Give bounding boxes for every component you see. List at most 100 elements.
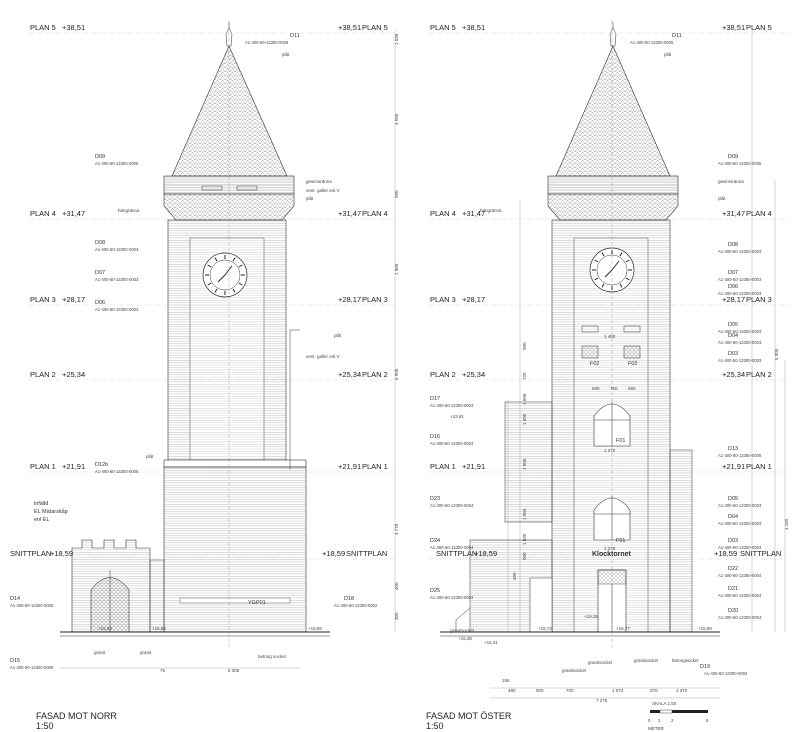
note-granit: granit — [140, 650, 152, 655]
detail-sheet: A1-400-60-13300-0004 — [430, 403, 474, 408]
detail-sheet: A1-400-60-13300-0003 — [718, 340, 762, 345]
north-scale: 1:50 — [36, 721, 54, 731]
detail-sheet: A1-400-60-13300-0003 — [95, 247, 139, 252]
vertical-dim-value: 4 160 — [784, 518, 789, 530]
detail-sheet: A1-400-60-13300-0004 — [718, 573, 762, 578]
tower-shaft — [167, 219, 287, 461]
clock-tick — [625, 259, 630, 263]
scalebar-tick: 5 — [706, 718, 709, 723]
louvre-left — [581, 345, 599, 359]
note-hangranna: hängränna — [480, 208, 502, 213]
level-name: PLAN 1 — [746, 462, 772, 471]
scalebar-tick: 2 — [671, 718, 674, 723]
level-name: PLAN 2 — [362, 370, 388, 379]
level-value: +28,17 — [722, 295, 745, 304]
clock-tick — [601, 252, 605, 257]
level-value: +25,34 — [722, 370, 745, 379]
level-value: +28,17 — [62, 295, 85, 304]
east-level-labels: PLAN 5 +38,51 PLAN 4 +31,47 PLAN 3 +28,1… — [430, 23, 781, 558]
detail-code: D14 — [10, 596, 20, 602]
vertical-dim-value: 900 — [522, 342, 527, 350]
level-name: PLAN 2 — [430, 370, 456, 379]
dim-value: 5 305 — [228, 668, 240, 673]
clock-tick — [207, 282, 212, 286]
detail-sheet: A1-400-60-13300-0006 — [10, 665, 54, 670]
dim-value: 155 — [502, 678, 510, 683]
level-value: +38,51 — [722, 23, 745, 32]
vertical-dim-value: 400 — [394, 582, 399, 590]
spot-level: +15,86 — [698, 626, 712, 631]
level-value: +21,91 — [462, 462, 485, 471]
detail-sheet: A1-400-60-13300-0004 — [430, 441, 474, 446]
spot-level: +18,25 — [584, 614, 598, 619]
level-value: +38,51 — [462, 23, 485, 32]
east-elevation — [440, 20, 720, 650]
window-label: F01 — [616, 438, 625, 444]
dim-value: 1 270 — [604, 448, 616, 453]
level-name: PLAN 5 — [30, 23, 56, 32]
vertical-dim-value: 6 900 — [394, 368, 399, 380]
level-name: PLAN 3 — [30, 295, 56, 304]
level-value: +31,47 — [462, 209, 485, 218]
detail-sheet: A1-400-60-13300-0003 — [718, 503, 762, 508]
clock-tick — [214, 288, 218, 293]
level-lines — [28, 32, 790, 560]
level-value: +31,47 — [338, 209, 361, 218]
spot-level: +15,86 — [152, 626, 166, 631]
vertical-dim-value: 900 — [522, 552, 527, 560]
vertical-dim-value: 400 — [512, 572, 517, 580]
detail-code: D18 — [344, 596, 354, 602]
spire-roof — [171, 45, 288, 177]
vertical-dim-value: 950 — [394, 190, 399, 198]
detail-sheet: A1-400-60-13300-0004 — [718, 615, 762, 620]
spot-level: +15,83 — [98, 626, 112, 631]
note-gesims: gesimsränna — [306, 179, 332, 184]
detail-code: D24 — [430, 538, 440, 544]
level-name: PLAN 5 — [430, 23, 456, 32]
level-value: +31,47 — [722, 209, 745, 218]
level-name: SNITTPLAN — [346, 549, 387, 558]
dim-value: 690 — [592, 386, 600, 391]
note-plat: plåt — [664, 51, 672, 57]
note-granitsockel: granitsockel — [562, 668, 586, 673]
detail-sheet: A1-400-60-13300-0004 — [430, 545, 474, 550]
dim-value: 370 — [650, 688, 658, 693]
north-elevation — [60, 20, 330, 650]
note-granitsockel: granitsockel — [588, 660, 612, 665]
dim-value: 75 — [160, 668, 166, 673]
level-name: PLAN 5 — [746, 23, 772, 32]
level-name: PLAN 4 — [30, 209, 56, 218]
detail-sheet: A1-400-60-13300-0002 — [334, 603, 378, 608]
detail-sheet: A1-400-60-13300-0006 — [245, 40, 289, 45]
north-level-labels-right: +38,51 PLAN 5 +31,47 PLAN 4 +28,17 PLAN … — [322, 23, 388, 558]
detail-code: D20 — [728, 608, 738, 614]
level-value: +25,34 — [62, 370, 85, 379]
vertical-dim-value: 4 560 — [394, 113, 399, 125]
dim-value: 1 480 — [604, 334, 616, 339]
detail-code: D15 — [10, 658, 20, 664]
dim-value: 7 275 — [596, 698, 608, 703]
detail-sheet: A1-400-60-13300-0003 — [718, 329, 762, 334]
north-detail-refs: D11 A1-400-60-13300-0006 plåt D09 A1-400… — [10, 33, 378, 673]
note-granitsockel: granitsockel — [450, 628, 474, 633]
spot-level: +15,86 — [308, 626, 322, 631]
vertical-dim-value: 1 880 — [522, 458, 527, 470]
detail-code: D06 — [95, 300, 105, 306]
detail-sheet: A1-400-60-13300-0002 — [704, 671, 748, 676]
detail-code: D07 — [95, 270, 105, 276]
detail-code: D25 — [430, 588, 440, 594]
spire-finial — [609, 27, 617, 47]
clock-tick — [232, 257, 236, 262]
vertical-dim-value: 1 600 — [522, 413, 527, 425]
level-value: +28,17 — [462, 295, 485, 304]
level-value: +18,59 — [714, 549, 737, 558]
level-name: PLAN 1 — [430, 462, 456, 471]
level-value: +28,17 — [338, 295, 361, 304]
scalebar-label: SKALA 1:50 — [652, 701, 677, 706]
scale-bar: SKALA 1:50 0 1 2 5 METER — [648, 701, 709, 731]
detail-sheet: A1-400-60-13300-0006 — [718, 453, 762, 458]
east-title: FASAD MOT ÖSTER — [426, 711, 512, 721]
detail-sheet: A1-400-60-13300-0003 — [718, 521, 762, 526]
detail-code: D12b — [95, 462, 108, 468]
level-value: +18,59 — [474, 549, 497, 558]
